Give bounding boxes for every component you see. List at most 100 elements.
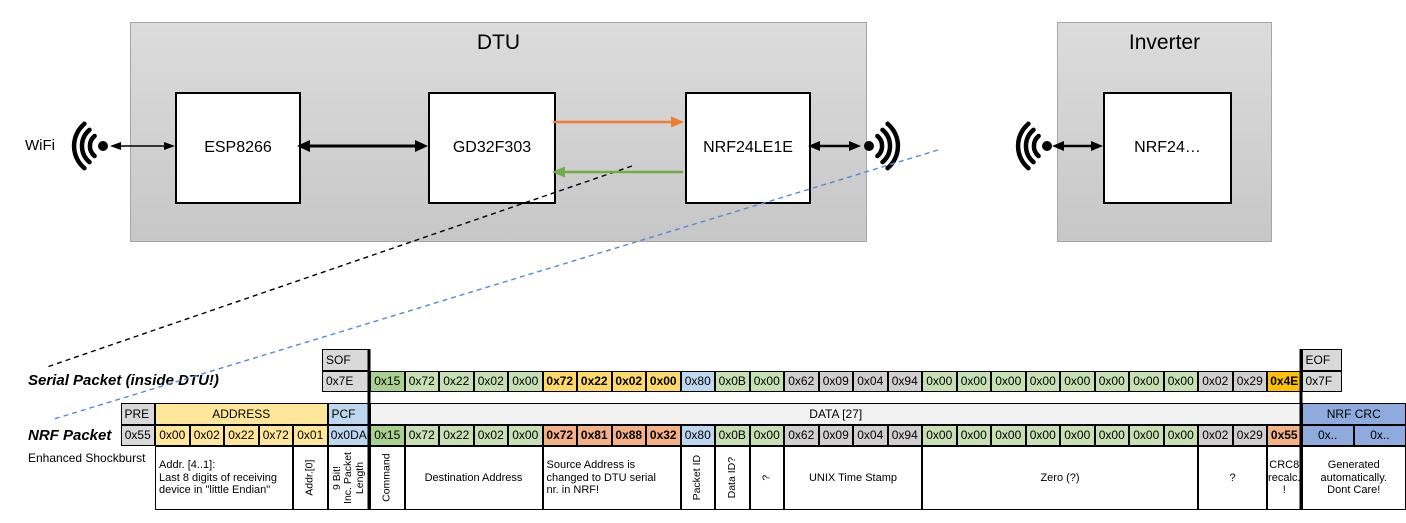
pre-header: PRE <box>120 403 155 425</box>
byte-cell: 0x80 <box>680 370 715 392</box>
annotation-cell: Destination Address <box>404 446 543 510</box>
byte-cell: 0x02 <box>1198 424 1233 446</box>
address-byte: 0x00 <box>155 424 190 446</box>
byte-cell: 0x72 <box>404 370 439 392</box>
byte-cell: 0x02 <box>1198 370 1233 392</box>
address-byte: 0x02 <box>189 424 224 446</box>
radio-waves-icon <box>1015 121 1052 171</box>
byte-cell: 0x72 <box>542 424 577 446</box>
sof-value: 0x7E <box>322 370 370 392</box>
annotation-cell: ? <box>749 446 784 510</box>
annotation-cell: Source Address is changed to DTU serial … <box>542 446 681 510</box>
byte-cell: 0x09 <box>818 424 853 446</box>
byte-cell: 0x62 <box>784 370 819 392</box>
byte-cell: 0x15 <box>370 370 405 392</box>
byte-cell: 0x00 <box>956 370 991 392</box>
byte-cell: 0x4E <box>1267 370 1302 392</box>
annotation-cell: Addr. [4..1]: Last 8 digits of receiving… <box>155 446 293 510</box>
byte-cell: 0x04 <box>853 370 888 392</box>
annotation-cell: ? <box>1198 446 1267 510</box>
nrf24le1e-label: NRF24LE1E <box>703 139 793 156</box>
byte-cell: 0x02 <box>473 370 508 392</box>
byte-cell: 0x22 <box>577 370 612 392</box>
annotation-cell: Zero (?) <box>922 446 1198 510</box>
annotation-cell: Data ID? <box>715 446 750 510</box>
pcf-header: PCF <box>327 403 370 425</box>
address-byte: 0x72 <box>258 424 293 446</box>
wifi-icon <box>71 121 108 171</box>
byte-cell: 0x00 <box>991 424 1026 446</box>
crc-header: NRF CRC <box>1301 403 1406 425</box>
byte-cell: 0x00 <box>508 370 543 392</box>
byte-cell: 0x04 <box>853 424 888 446</box>
byte-cell: 0x0B <box>715 370 750 392</box>
esp8266-box: ESP8266 <box>175 92 301 204</box>
byte-cell: 0x94 <box>887 370 922 392</box>
byte-cell: 0x02 <box>473 424 508 446</box>
byte-cell: 0x00 <box>1129 424 1164 446</box>
byte-cell: 0x00 <box>749 424 784 446</box>
address-byte: 0x22 <box>224 424 259 446</box>
byte-cell: 0x00 <box>1060 370 1095 392</box>
eof-header: EOF <box>1301 349 1342 371</box>
byte-cell: 0x00 <box>1163 424 1198 446</box>
byte-cell: 0x22 <box>439 424 474 446</box>
annotation-cell: Packet ID <box>680 446 715 510</box>
byte-cell: 0x00 <box>1094 424 1129 446</box>
inverter-title: Inverter <box>1128 31 1201 54</box>
byte-cell: 0x00 <box>1060 424 1095 446</box>
crc-byte: 0x.. <box>1353 424 1406 446</box>
nrf24le1e-box: NRF24LE1E <box>685 92 811 204</box>
byte-cell: 0x72 <box>404 424 439 446</box>
byte-cell: 0x00 <box>922 424 957 446</box>
nrf-packet-label: NRF Packet <box>28 427 112 444</box>
byte-cell: 0x00 <box>1163 370 1198 392</box>
byte-cell: 0x00 <box>1025 370 1060 392</box>
dtu-title: DTU <box>476 31 521 54</box>
byte-cell: 0x29 <box>1232 424 1267 446</box>
eof-value: 0x7F <box>1301 370 1342 392</box>
byte-cell: 0x0B <box>715 424 750 446</box>
byte-cell: 0x00 <box>749 370 784 392</box>
annotation-cell: CRC8 recalc. ! <box>1267 446 1302 510</box>
byte-cell: 0x88 <box>611 424 646 446</box>
byte-cell: 0x00 <box>956 424 991 446</box>
byte-cell: 0x00 <box>1025 424 1060 446</box>
inverter-nrf24-box: NRF24… <box>1103 92 1232 204</box>
nrf-annotation-row: Addr. [4..1]: Last 8 digits of receiving… <box>155 446 1406 510</box>
annotation-cell: 9 Bit! Inc. Packet Length <box>327 446 370 510</box>
byte-cell: 0x55 <box>1267 424 1302 446</box>
gd32f303-label: GD32F303 <box>452 139 532 156</box>
byte-cell: 0x15 <box>370 424 405 446</box>
inverter-nrf24-label: NRF24… <box>1134 139 1201 156</box>
byte-cell: 0x00 <box>1129 370 1164 392</box>
byte-cell: 0x00 <box>991 370 1026 392</box>
address-byte: 0x01 <box>293 424 328 446</box>
byte-cell: 0x94 <box>887 424 922 446</box>
radio-waves-icon <box>864 121 901 171</box>
sof-header: SOF <box>322 349 370 371</box>
byte-cell: 0x72 <box>542 370 577 392</box>
data-header: DATA [27] <box>370 403 1302 425</box>
annotation-cell: UNIX Time Stamp <box>784 446 922 510</box>
enhanced-shockburst-label: Enhanced Shockburst <box>28 451 146 465</box>
byte-cell: 0x29 <box>1232 370 1267 392</box>
pre-byte: 0x55 <box>120 424 155 446</box>
gd32f303-box: GD32F303 <box>428 92 556 204</box>
wifi-label: WiFi <box>25 137 55 154</box>
annotation-cell: Generated automatically. Dont Care! <box>1301 446 1406 510</box>
byte-cell: 0x09 <box>818 370 853 392</box>
byte-cell: 0x00 <box>646 370 681 392</box>
pcf-byte: 0x0DA <box>327 424 370 446</box>
byte-cell: 0x00 <box>508 424 543 446</box>
byte-cell: 0x81 <box>577 424 612 446</box>
byte-cell: 0x32 <box>646 424 681 446</box>
serial-packet-label: Serial Packet (inside DTU!) <box>28 372 219 389</box>
byte-cell: 0x02 <box>611 370 646 392</box>
byte-cell: 0x22 <box>439 370 474 392</box>
byte-cell: 0x62 <box>784 424 819 446</box>
byte-cell: 0x00 <box>922 370 957 392</box>
